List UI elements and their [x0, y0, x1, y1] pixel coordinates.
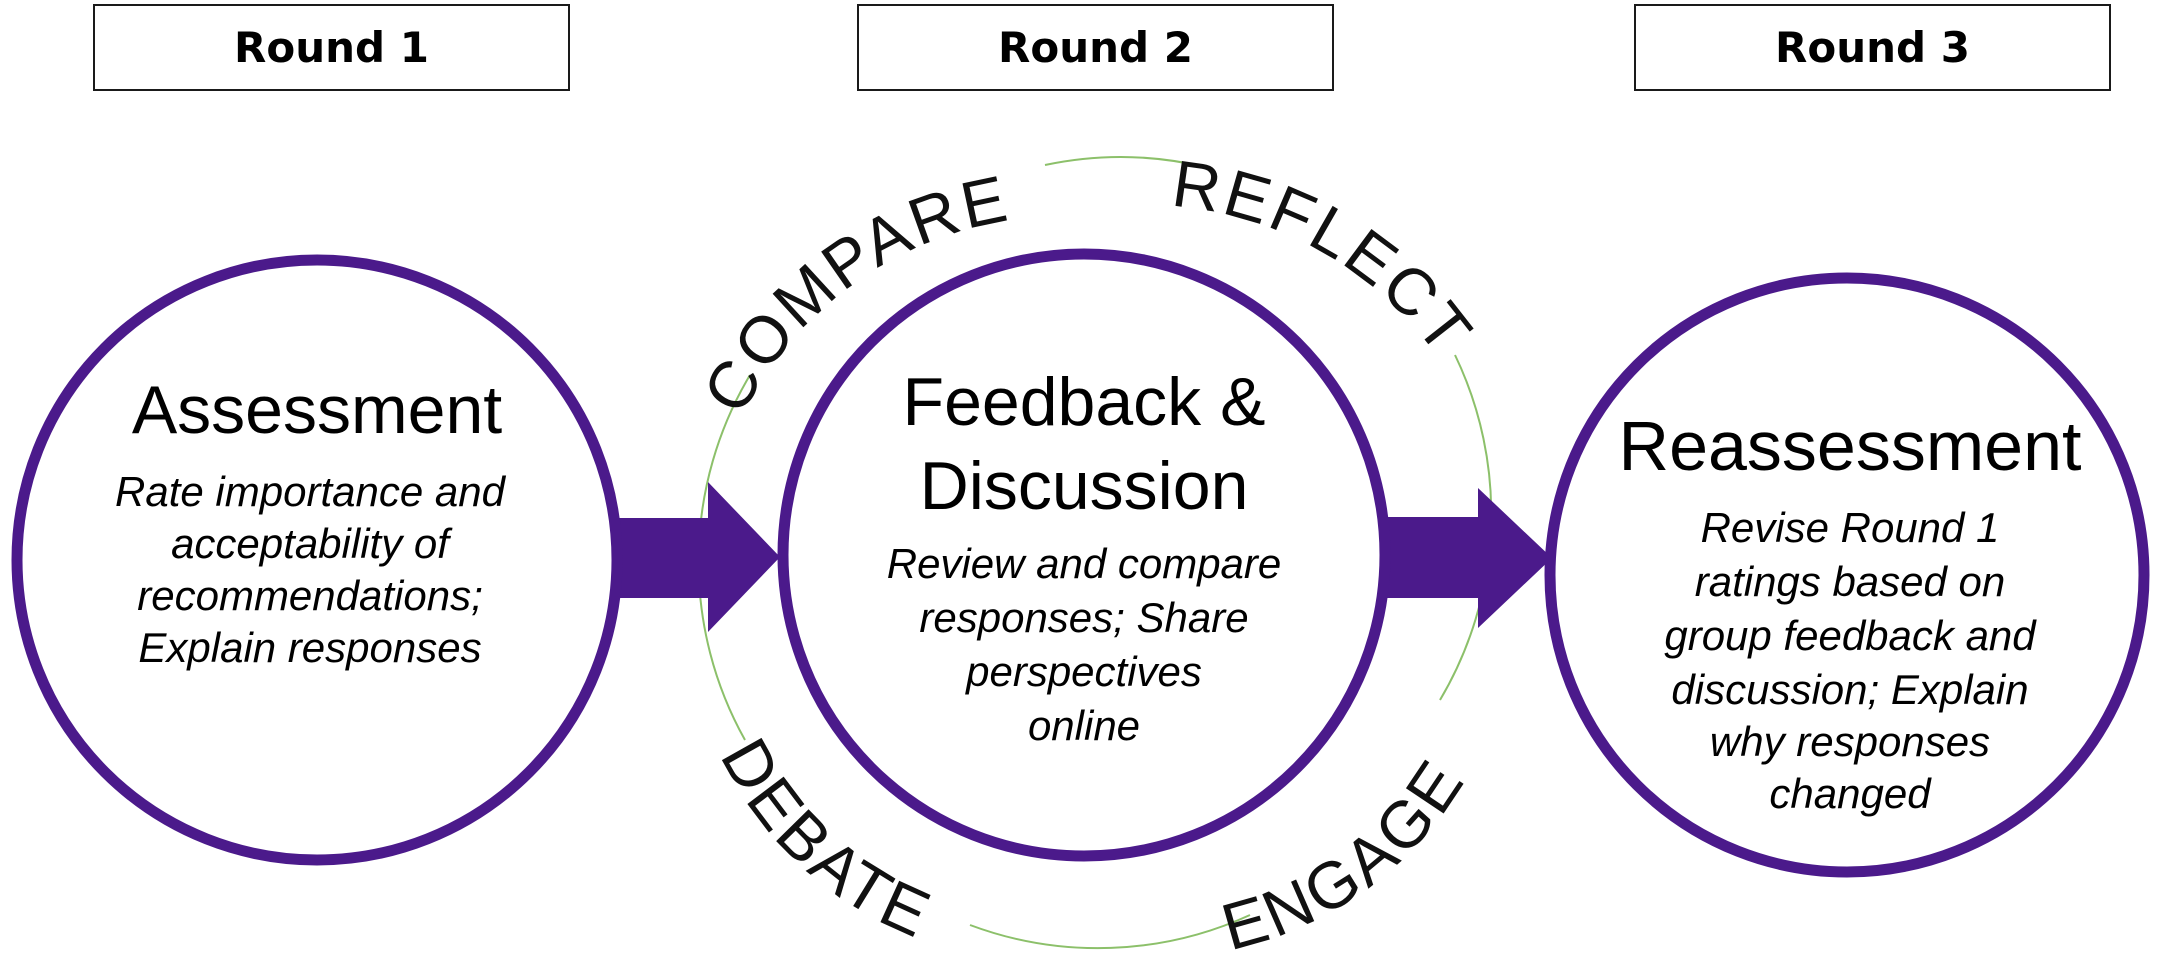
reassessment-circle [1544, 272, 2150, 878]
round-1-label: Round 1 [93, 4, 570, 91]
arrow-round1-to-round2 [610, 482, 780, 632]
cycle-ring-top [1044, 156, 1206, 168]
reassessment-desc-line-4: discussion; Explain [1671, 666, 2028, 713]
assessment-desc-line-4: Explain responses [138, 624, 481, 671]
reassessment-desc-line-3: group feedback and [1664, 612, 2037, 659]
feedback-title-line-2: Discussion [920, 448, 1249, 524]
reassessment-desc-line-2: ratings based on [1695, 558, 2006, 605]
assessment-desc-line-3: recommendations; [137, 572, 483, 619]
reassessment-desc-line-6: changed [1769, 770, 1932, 817]
feedback-desc-line-2: responses; Share [919, 594, 1248, 641]
reassessment-desc-line-5: why responses [1710, 718, 1990, 765]
feedback-desc-line-1: Review and compare [887, 540, 1282, 587]
assessment-desc-line-2: acceptability of [171, 520, 453, 567]
feedback-title-line-1: Feedback & [903, 364, 1266, 440]
assessment-circle [11, 254, 623, 866]
assessment-desc-line-1: Rate importance and [115, 468, 507, 515]
feedback-discussion-circle [777, 248, 1391, 862]
round-2-label: Round 2 [857, 4, 1334, 91]
feedback-desc-line-3: perspectives [964, 648, 1202, 695]
round-3-label: Round 3 [1634, 4, 2111, 91]
reassessment-desc-line-1: Revise Round 1 [1701, 504, 2000, 551]
assessment-title: Assessment [132, 372, 502, 448]
cycle-ring-bottom [969, 914, 1251, 950]
arrow-round2-to-round3 [1375, 488, 1552, 628]
reassessment-title: Reassessment [1619, 407, 2082, 485]
feedback-desc-line-4: online [1028, 702, 1140, 749]
